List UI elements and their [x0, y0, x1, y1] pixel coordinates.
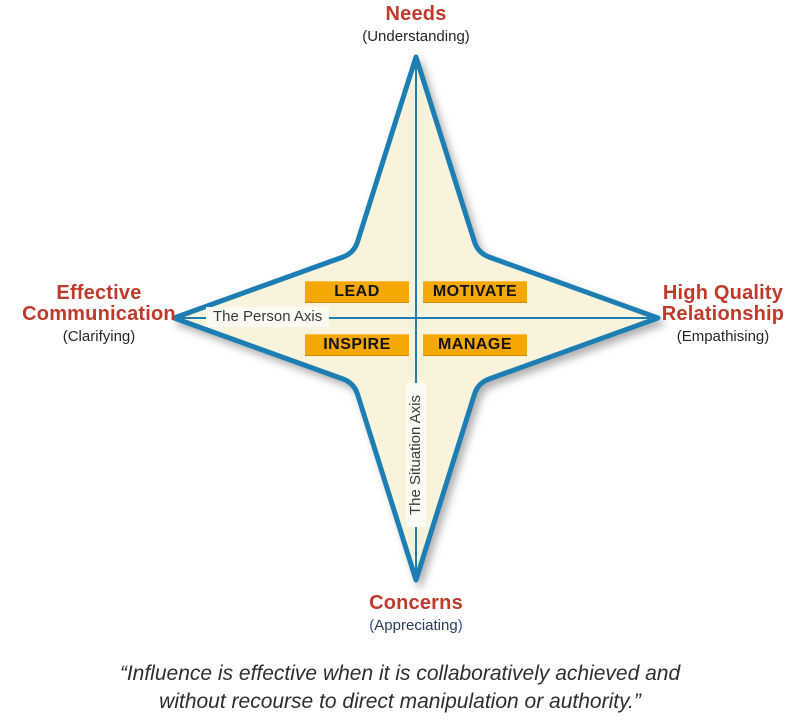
left-pole-label: Effective Communication (Clarifying) — [0, 283, 198, 346]
quadrant-box-motivate: MOTIVATE — [423, 281, 527, 303]
quadrant-box-manage: MANAGE — [423, 334, 527, 356]
situation-axis-label: The Situation Axis — [406, 383, 426, 527]
quadrant-box-lead: LEAD — [305, 281, 409, 303]
bottom-pole-subtitle: (Appreciating) — [116, 617, 716, 635]
right-pole-subtitle: (Empathising) — [676, 328, 770, 345]
top-pole-subtitle: (Understanding) — [362, 28, 470, 45]
caption-quote: “Influence is effective when it is colla… — [0, 660, 800, 716]
bottom-subtitle-word: Appreciating — [374, 617, 458, 634]
quadrant-box-inspire: INSPIRE — [305, 334, 409, 356]
bottom-pole-label: Concerns (Appreciating) — [116, 593, 716, 635]
right-pole-title-line2: Relationship — [661, 303, 785, 325]
left-pole-title-line1: Effective — [56, 282, 142, 304]
caption-quote-line2: without recourse to direct manipulation … — [159, 690, 641, 713]
top-pole-title: Needs — [385, 3, 447, 25]
bottom-pole-title: Concerns — [369, 592, 463, 614]
top-pole-label: Needs (Understanding) — [116, 4, 716, 46]
bottom-subtitle-close-paren: ) — [457, 617, 463, 634]
right-pole-title-line1: High Quality — [662, 282, 784, 304]
left-pole-subtitle: (Clarifying) — [62, 328, 136, 345]
caption-quote-line1: “Influence is effective when it is colla… — [119, 662, 681, 685]
bottom-subtitle-open-paren: ( — [369, 617, 375, 634]
left-pole-title-line2: Communication — [22, 303, 176, 325]
person-axis-label: The Person Axis — [206, 307, 330, 327]
right-pole-label: High Quality Relationship (Empathising) — [628, 283, 800, 346]
